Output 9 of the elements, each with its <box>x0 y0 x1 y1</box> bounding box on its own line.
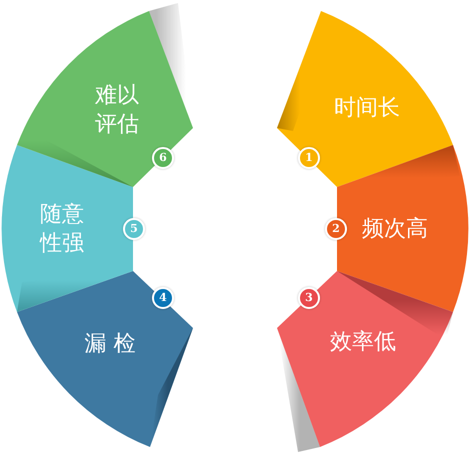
segment-label: 随意性强 <box>38 201 85 258</box>
step-number: 2 <box>325 218 347 240</box>
segment-label: 频次高 <box>362 216 428 244</box>
step-number: 4 <box>152 287 174 309</box>
segment-label: 时间长 <box>334 94 400 122</box>
step-number: 5 <box>123 218 145 240</box>
segment-label: 效率低 <box>330 328 396 356</box>
segment-label: 漏 检 <box>84 330 136 358</box>
segment-label: 难以评估 <box>94 82 140 139</box>
